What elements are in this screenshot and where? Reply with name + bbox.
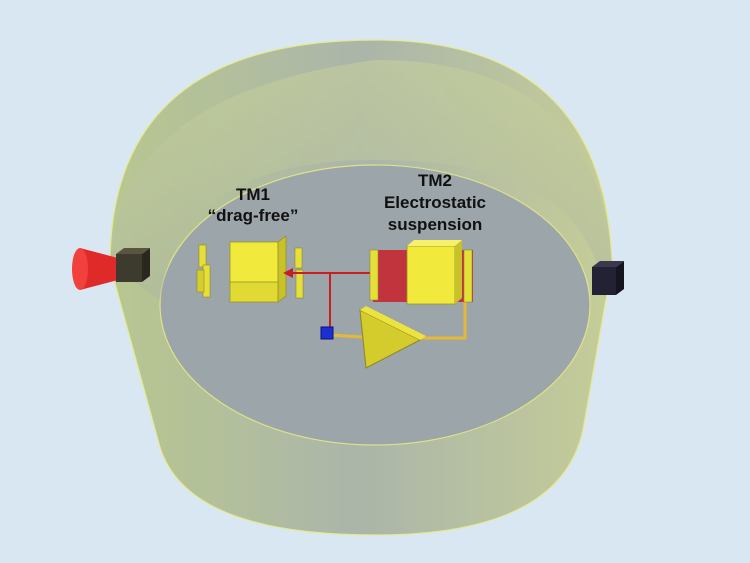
tm1-test-mass: [229, 235, 287, 303]
sensor-node-icon: [320, 326, 334, 340]
tm1-mode-label: “drag-free”: [208, 206, 299, 225]
tm2-line2-label: suspension: [388, 215, 482, 234]
tm2-test-mass: [406, 240, 462, 305]
control-wiring: [329, 300, 467, 340]
cylinder-inner-floor: [159, 164, 591, 446]
tm1-name-label: TM1: [236, 185, 270, 204]
right-sensor-icon: [592, 261, 624, 295]
tm1-electrodes: [196, 244, 304, 299]
tm2-line1-label: Electrostatic: [384, 193, 486, 212]
tm2-name-label: TM2: [418, 171, 452, 190]
laser-beam: [283, 268, 372, 330]
amplifier-icon: [359, 306, 426, 369]
spacecraft-cylinder: [109, 39, 613, 536]
left-thruster-icon: [72, 248, 150, 290]
